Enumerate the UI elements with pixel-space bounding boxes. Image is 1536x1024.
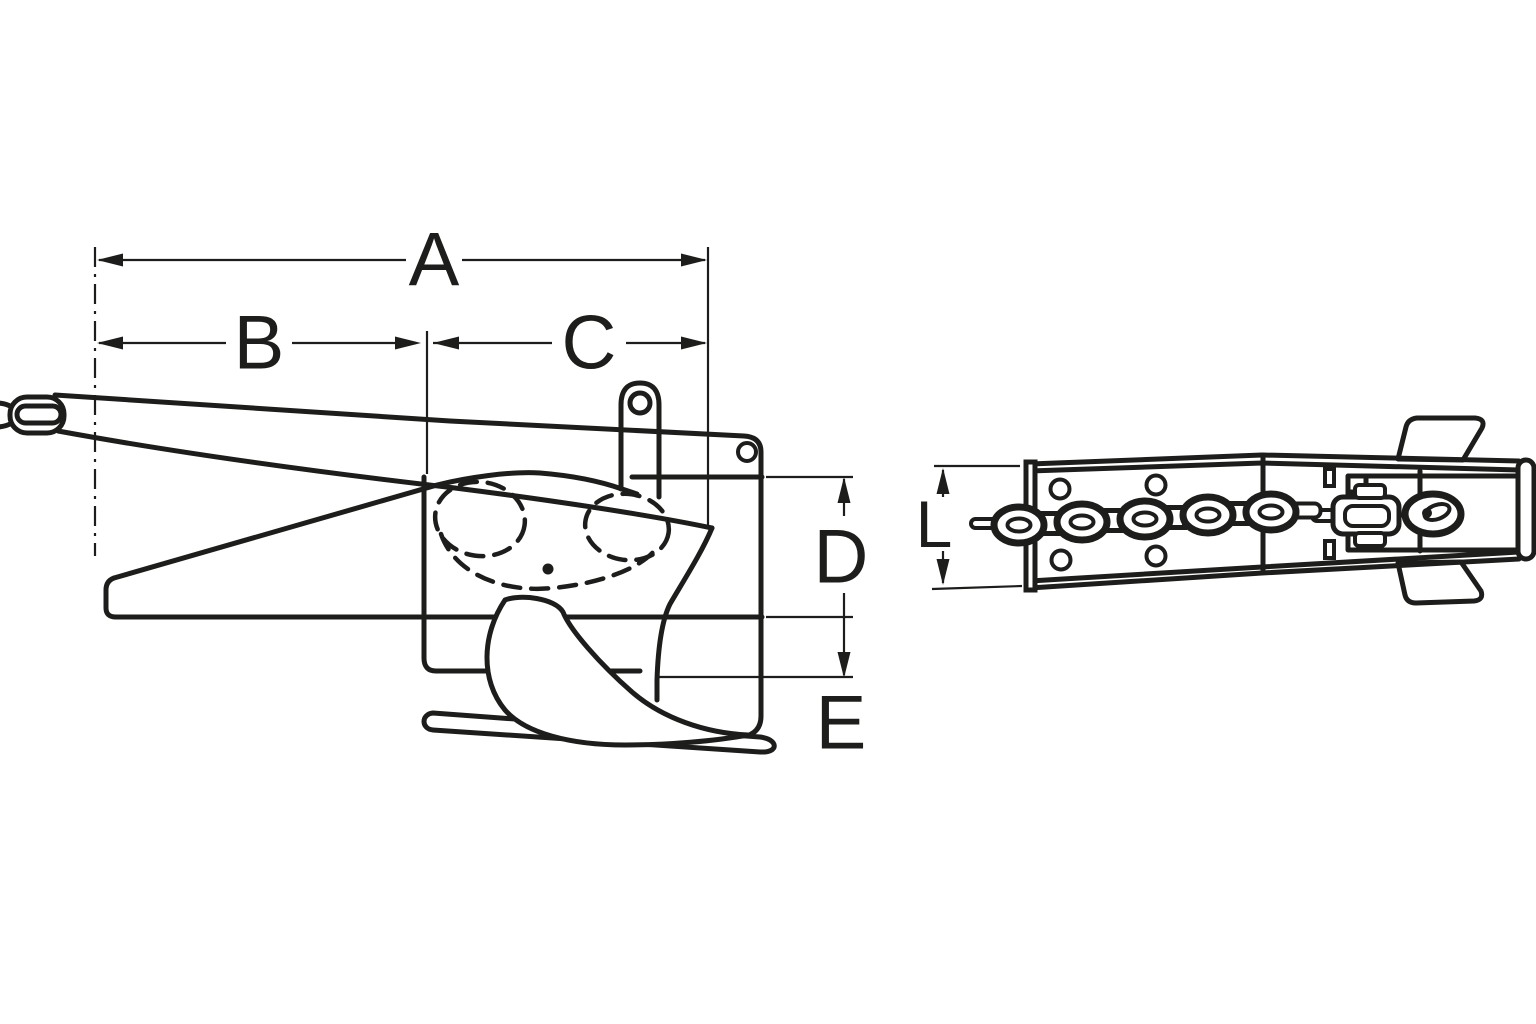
top-view-drawing: L — [916, 415, 1536, 606]
swivel-tab — [1353, 483, 1387, 500]
dimension-L: L — [916, 464, 1023, 591]
arrow-right-icon — [681, 336, 707, 350]
mounting-hole-icon — [1144, 544, 1168, 568]
anchor-shank-bottom-edge — [55, 428, 715, 531]
hinge-tick — [1323, 539, 1336, 560]
dimension-label-B: B — [234, 301, 285, 386]
arrow-left-icon — [433, 336, 459, 350]
hanger-tab — [618, 380, 662, 500]
anchor-chain — [969, 490, 1323, 547]
anchor-head-rear-edge — [654, 525, 715, 703]
arrow-down-icon — [837, 652, 851, 678]
arrow-right-icon — [395, 336, 421, 350]
mounting-hole-icon — [1144, 473, 1168, 497]
dimension-label-E: E — [816, 681, 867, 766]
anchor-fluke-tip — [484, 594, 751, 748]
dimension-D: D — [658, 475, 869, 679]
arrow-right-icon — [681, 253, 707, 267]
dimension-B: B — [97, 301, 421, 386]
arrow-left-icon — [97, 336, 123, 350]
swivel-tab — [1353, 531, 1387, 548]
dimension-E: E — [816, 681, 867, 766]
arrow-left-icon — [97, 253, 123, 267]
bracket-bolt-hole-icon — [736, 441, 758, 463]
dimension-label-C: C — [562, 301, 617, 386]
arrow-down-icon — [936, 559, 950, 585]
chain-link-slot — [1194, 506, 1222, 524]
arrow-up-icon — [837, 477, 851, 503]
dimension-C: C — [433, 301, 707, 386]
chain-link-slot — [1131, 510, 1159, 528]
fluke-fin-bottom — [1395, 559, 1485, 606]
chain-link-slot — [1005, 516, 1033, 534]
anchor-fluke-bottom-edge — [103, 575, 765, 620]
bracket-left-edge — [421, 474, 643, 674]
anchor-eye-slot — [14, 403, 64, 426]
arrow-up-icon — [936, 468, 950, 494]
fluke-fin-top — [1395, 415, 1486, 463]
chain-link-slot — [1068, 513, 1096, 531]
dimension-A: A — [97, 218, 707, 303]
anchor-fluke-top-edge — [111, 470, 640, 581]
swivel-shackle — [1310, 483, 1465, 548]
hidden-rollers — [432, 479, 672, 591]
dimension-label-A: A — [409, 218, 460, 303]
shackle-pin-icon — [1422, 508, 1432, 518]
hinge-tick — [1323, 467, 1336, 488]
chain-link-slot — [1257, 503, 1285, 521]
dimension-label-L: L — [916, 487, 953, 561]
dimension-label-D: D — [814, 515, 869, 600]
center-mark-icon — [542, 563, 554, 575]
channel-right-end — [1515, 457, 1536, 562]
mounting-hole-icon — [1048, 477, 1072, 501]
side-view-drawing: A B C — [0, 218, 868, 766]
swivel-fork-slot — [1343, 504, 1391, 528]
anchor-shank-top-edge — [52, 392, 764, 740]
mounting-hole-icon — [1049, 548, 1073, 572]
hanger-tab-hole-icon — [627, 390, 653, 416]
